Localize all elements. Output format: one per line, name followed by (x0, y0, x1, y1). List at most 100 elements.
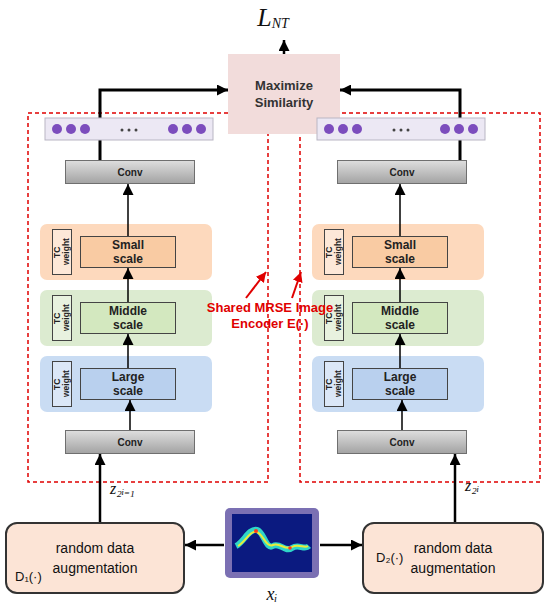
scale-block: Large scale (80, 368, 176, 400)
vector-dot (182, 124, 192, 134)
node-text: xᵢ (267, 584, 278, 604)
edge-label: z₂ᵢ (465, 477, 479, 495)
flow-arrow (283, 40, 286, 54)
vector-dot (168, 124, 178, 134)
ellipsis-dot (128, 129, 131, 132)
scale-band (40, 290, 212, 346)
spectrogram-image (232, 514, 312, 572)
node-text: Large scale (374, 370, 426, 398)
ellipsis-dot (407, 129, 410, 132)
node-text: Small scale (102, 238, 154, 266)
feature-vector (317, 118, 485, 140)
signal-peak (288, 546, 292, 550)
node-text: random data augmentation (47, 538, 143, 578)
node-text: Conv (118, 437, 143, 448)
scale-band (40, 356, 212, 412)
node-text: TC weight (325, 233, 343, 271)
node-text: TC weight (325, 365, 343, 403)
annotation-label: Shared MRSE Image Encoder E(·) (196, 300, 344, 332)
scale-block: Large scale (352, 368, 448, 400)
node-text: random data augmentation (405, 538, 501, 578)
augmentation-box: random data augmentationD₁(·) (5, 522, 185, 594)
feature-vector (317, 118, 485, 140)
pointer-arrow (246, 272, 266, 298)
pointer-arrow (292, 272, 301, 298)
node-text: D₁(·) (15, 567, 42, 587)
conv-block: Conv (337, 430, 467, 454)
image-frame (225, 508, 319, 578)
node-text: Middle scale (374, 304, 426, 332)
node-text: Conv (390, 167, 415, 178)
node-text: TC weight (53, 233, 71, 271)
node-text: Middle scale (102, 304, 154, 332)
augmentation-box: random data augmentationD₂(·) (362, 522, 544, 594)
node-text: Maximize Similarity (244, 77, 324, 111)
scale-band (40, 224, 212, 280)
vector-dot (80, 124, 90, 134)
flow-arrow (127, 334, 129, 368)
input-image: xᵢ (224, 508, 320, 604)
node-text: TC weight (53, 299, 71, 337)
ellipsis-dot (135, 129, 138, 132)
encoder-frame (300, 113, 540, 482)
ellipsis-dot (400, 129, 403, 132)
vector-dot (440, 124, 450, 134)
tc-weight-box: TC weight (324, 229, 344, 275)
edge-label: z₂ᵢ₋₁ (110, 477, 135, 499)
flow-arrow (320, 544, 362, 547)
node-text: Conv (390, 437, 415, 448)
conv-block: Conv (337, 160, 467, 184)
node-text: Small scale (374, 238, 426, 266)
flow-arrow (129, 400, 131, 430)
scale-block: Middle scale (80, 302, 176, 334)
flow-arrow (454, 454, 457, 522)
ellipsis-dot (121, 129, 124, 132)
flow-arrow (340, 90, 460, 160)
feature-vector (45, 118, 213, 140)
flow-arrow (185, 544, 224, 547)
vector-dot (338, 124, 348, 134)
node-text: Conv (118, 167, 143, 178)
ellipsis-dot (393, 129, 396, 132)
flow-arrow (127, 184, 129, 236)
tc-weight-box: TC weight (324, 361, 344, 407)
flow-arrow (399, 334, 401, 368)
feature-vector (45, 118, 213, 140)
tc-weight-box: TC weight (52, 229, 72, 275)
conv-block: Conv (65, 160, 195, 184)
vector-dot (454, 124, 464, 134)
node-text: NT (272, 17, 289, 31)
scale-block: Middle scale (352, 302, 448, 334)
vector-dot (66, 124, 76, 134)
vector-dot (468, 124, 478, 134)
vector-dot (52, 124, 62, 134)
scale-block: Small scale (80, 236, 176, 268)
loss-node: LNT (248, 4, 298, 40)
signal-trace (236, 530, 309, 550)
scale-band (312, 224, 484, 280)
flow-arrow (100, 90, 228, 160)
flow-arrow (127, 268, 129, 302)
tc-weight-box: TC weight (52, 361, 72, 407)
vector-dot (324, 124, 334, 134)
flow-arrow (401, 400, 403, 430)
conv-block: Conv (65, 430, 195, 454)
encoder-frame (28, 113, 268, 482)
scale-band (312, 290, 484, 346)
node-text: TC weight (53, 365, 71, 403)
signal-peak (254, 529, 258, 533)
node-text: Large scale (102, 370, 154, 398)
tc-weight-box: TC weight (52, 295, 72, 341)
objective-box: Maximize Similarity (228, 54, 340, 134)
scale-band (312, 356, 484, 412)
vector-dot (352, 124, 362, 134)
flow-arrow (399, 184, 401, 236)
node-text: D₂(·) (376, 548, 403, 568)
scale-block: Small scale (352, 236, 448, 268)
node-text: L (257, 4, 271, 32)
flow-arrow (399, 268, 401, 302)
vector-dot (196, 124, 206, 134)
signal-trace (238, 532, 308, 548)
